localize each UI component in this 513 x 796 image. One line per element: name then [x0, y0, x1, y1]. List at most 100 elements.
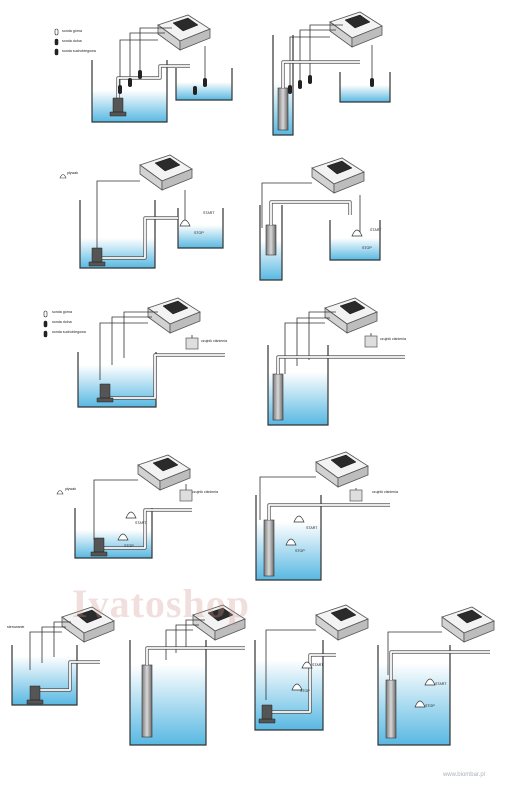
float-switch	[125, 511, 137, 519]
float-start-4: START	[306, 526, 318, 530]
cable	[29, 631, 62, 670]
cable	[165, 629, 193, 660]
tank-outline	[11, 645, 78, 706]
water-fill	[260, 240, 282, 280]
water-fill	[178, 225, 223, 248]
tank-outline	[91, 60, 168, 123]
float-start-5: START	[312, 663, 324, 667]
controller-display	[162, 300, 189, 315]
cable	[308, 311, 336, 360]
tank-outline	[177, 208, 224, 249]
float-start-1: START	[203, 211, 215, 215]
pipe-outer	[269, 200, 352, 225]
float-switch	[424, 678, 436, 686]
cable	[265, 629, 316, 700]
legend-lower-probe: sonda dolna	[62, 39, 82, 43]
probe	[128, 78, 132, 87]
pressure-sensor	[349, 489, 363, 502]
tank-outline	[129, 640, 207, 746]
cable	[175, 624, 199, 653]
controller-side	[159, 468, 191, 491]
controller-display	[76, 609, 103, 624]
legend-lower-probe-2: sonda dolna	[52, 320, 72, 324]
pipe-inner	[108, 354, 225, 399]
probe	[298, 80, 302, 89]
cable	[111, 316, 152, 365]
controller-display	[330, 607, 357, 622]
pressure-sensor-label-2: czujnik ciśnienia	[380, 337, 406, 341]
tank-outline	[255, 495, 322, 581]
water-fill	[330, 238, 380, 260]
pressure-sensor-label-4: czujnik ciśnienia	[372, 490, 398, 494]
controller-display	[152, 457, 179, 472]
water-fill	[92, 90, 167, 122]
deep-well-pump	[277, 87, 289, 131]
footer-url: www.biombar.pl	[442, 772, 485, 778]
tank-outline	[329, 220, 381, 261]
deep-well-pump	[265, 224, 277, 256]
float-stop-1: STOP	[194, 231, 204, 235]
float-switch	[285, 538, 297, 546]
float-switch	[301, 661, 313, 669]
water-fill	[12, 656, 77, 705]
tank-outline	[272, 35, 294, 136]
probe	[138, 70, 142, 79]
legend-dry-run-probe-2: sonda suchobiegowa	[52, 330, 86, 334]
probe	[288, 85, 292, 94]
float-stop-5: STOP	[300, 689, 310, 693]
submersible-pump	[90, 537, 108, 557]
cable	[53, 621, 71, 657]
tank-outline	[339, 72, 391, 103]
tank-outline	[254, 640, 324, 731]
cable	[123, 311, 158, 358]
controller-side	[179, 28, 211, 51]
water-fill	[340, 85, 390, 102]
float-stop-3: STOP	[124, 544, 134, 548]
pressure-sensor	[179, 489, 193, 502]
legend-icon	[54, 28, 59, 36]
float-switch	[291, 683, 303, 691]
controller-side	[337, 618, 369, 641]
cable	[261, 182, 312, 228]
legend-dry-run-probe: sonda suchobiegowa	[62, 49, 96, 53]
controller-side	[214, 618, 246, 641]
tank-outline	[74, 508, 153, 559]
cable	[387, 631, 442, 675]
deep-well-pump	[272, 373, 284, 421]
cable	[119, 39, 158, 85]
pipe-inner	[268, 504, 390, 520]
pipe-outer	[267, 503, 390, 520]
cable	[284, 322, 325, 374]
controller-side	[351, 25, 383, 48]
pipe-inner	[100, 217, 178, 259]
probe	[370, 78, 374, 87]
legend-float-2: pływak	[65, 487, 76, 491]
pressure-sensor	[185, 337, 199, 350]
submersible-pump	[26, 685, 44, 705]
float-switch	[414, 700, 426, 708]
pressure-sensor	[364, 335, 378, 348]
cable	[93, 479, 138, 540]
cable	[299, 29, 336, 80]
legend-icon	[43, 310, 48, 318]
pipe-inner	[277, 356, 405, 374]
water-fill	[75, 530, 152, 558]
deep-well-pump	[263, 519, 275, 577]
legend-icon	[54, 38, 59, 46]
controller-side	[337, 465, 369, 488]
water-fill	[78, 365, 156, 407]
float-stop-4: STOP	[295, 549, 305, 553]
controller-side	[346, 311, 378, 334]
submersible-pump	[88, 247, 106, 267]
submersible-pump	[258, 704, 276, 724]
cable	[41, 626, 66, 663]
float-start-2: START	[370, 228, 382, 232]
side-label: sterowanie	[7, 625, 25, 629]
water-fill	[176, 82, 232, 100]
pipe-inner	[390, 651, 490, 680]
pressure-sensor-label: czujnik ciśnienia	[201, 339, 227, 343]
float-switch	[293, 515, 305, 523]
tank-outline	[377, 645, 451, 746]
legend-upper-probe: sonda górna	[62, 29, 82, 33]
